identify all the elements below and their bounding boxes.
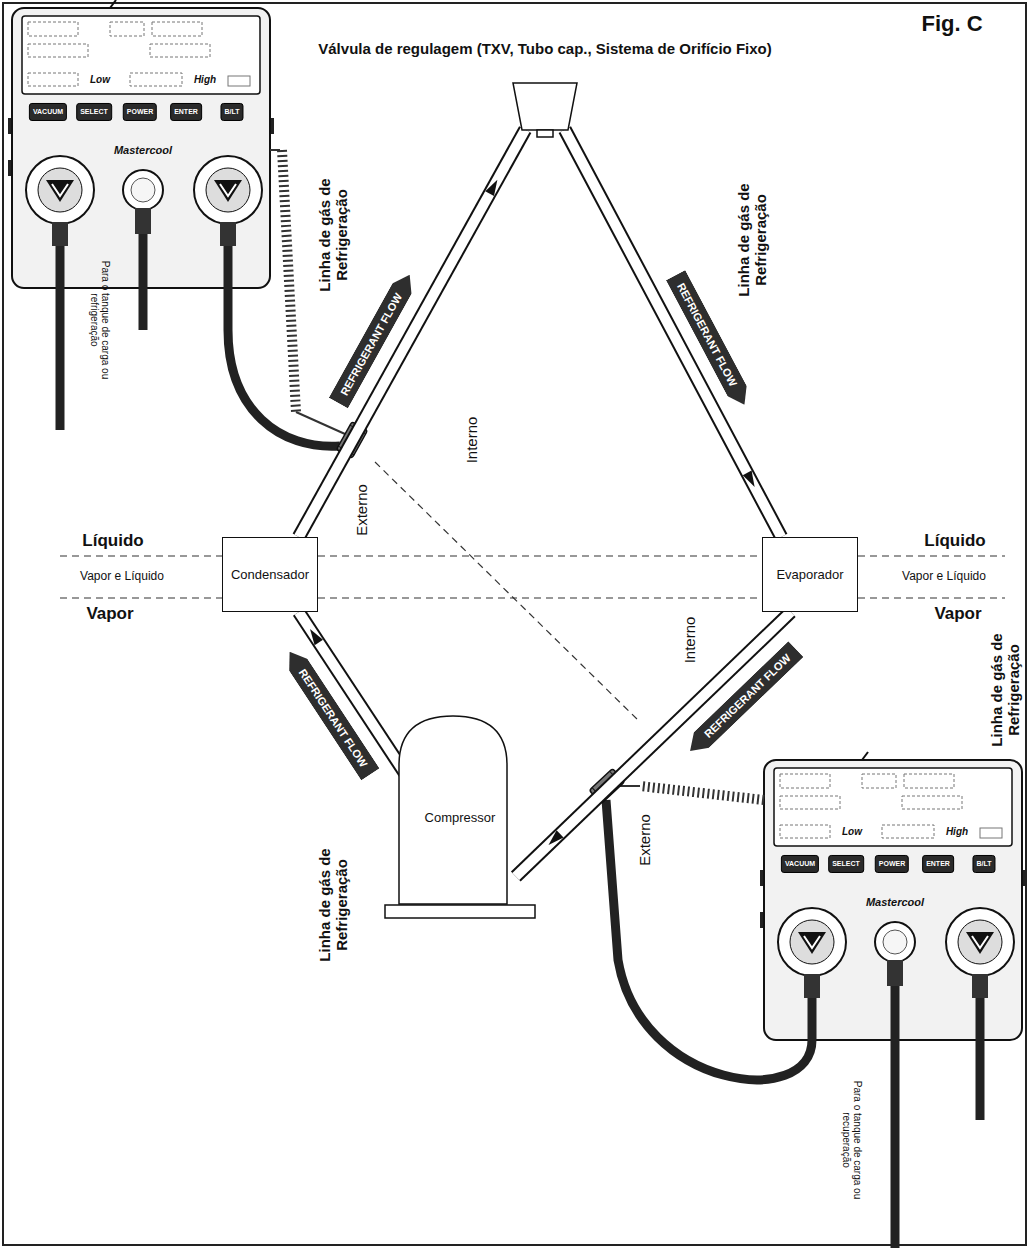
phase-label: Vapor e Líquido <box>80 570 164 584</box>
gauge-button: B/LT <box>972 855 995 873</box>
phase-label: Líquido <box>924 531 985 551</box>
display-text: Low <box>842 826 862 838</box>
coiled-wire <box>640 786 764 800</box>
sensor-wire <box>296 412 345 434</box>
side-label: Externo <box>353 484 370 536</box>
hose <box>56 246 65 430</box>
hose-note: Para o tanque de carga ou recuperação <box>841 1080 863 1200</box>
display-text: Low <box>90 74 110 86</box>
phase-label: Vapor <box>86 604 133 624</box>
gauge-button: SELECT <box>828 855 864 873</box>
valve-nozzle <box>537 130 553 137</box>
gauge-button: ENTER <box>922 855 954 873</box>
arrow-head <box>310 629 323 645</box>
arrow-head <box>485 180 497 196</box>
node-text: Evaporador <box>776 567 843 582</box>
condenser-box: Condensador <box>222 537 318 612</box>
hose <box>976 998 985 1120</box>
expansion-valve: Válvula de regulagem (TXV, Tubo cap., Si… <box>225 40 865 140</box>
node-text: Válvula de regulagem (TXV, Tubo cap., Si… <box>318 40 771 57</box>
arrow-head <box>549 830 564 845</box>
arrow-head <box>743 471 755 487</box>
line-label: Linha de gás de Refrigeração <box>316 835 351 975</box>
phase-label: Vapor e Líquido <box>902 570 986 584</box>
refrigerant-line <box>565 130 781 537</box>
line-label: Linha de gás de Refrigeração <box>316 165 351 305</box>
node-text: Compressor <box>398 810 522 825</box>
pipe-inner <box>299 130 525 537</box>
compressor-shape: Compressor <box>398 715 522 905</box>
line-label: Linha de gás de Refrigeração <box>735 170 770 310</box>
hose-note: Para o tanque de carga ou refrigeração <box>89 260 111 380</box>
side-label: Interno <box>681 617 698 664</box>
pipe-outline <box>565 130 781 537</box>
refrigerant-line <box>516 612 791 877</box>
node-text: Condensador <box>231 567 309 582</box>
hose <box>606 800 812 1080</box>
gauge-button: SELECT <box>76 103 112 121</box>
gauge-button: ENTER <box>170 103 202 121</box>
refrigerant-line <box>299 130 525 537</box>
side-label: Externo <box>636 814 653 866</box>
valve-symbol <box>512 82 578 138</box>
gauge-button: POWER <box>875 855 909 873</box>
hose <box>891 986 900 1248</box>
gauge-button: B/LT <box>220 103 243 121</box>
brand-logo: Mastercool <box>866 896 924 909</box>
valve-body <box>513 83 577 130</box>
line-label: Linha de gás de Refrigeração <box>988 625 1023 755</box>
side-label: Interno <box>463 417 480 464</box>
phase-label: Vapor <box>934 604 981 624</box>
figure-label: Fig. C <box>921 11 982 36</box>
coiled-wire <box>282 150 296 412</box>
display-text: High <box>946 826 968 838</box>
pipe-inner <box>516 612 791 877</box>
pipe-outline <box>516 612 791 877</box>
gauge-button: POWER <box>123 103 157 121</box>
phase-divider <box>60 556 1005 598</box>
evaporator-box: Evaporador <box>762 537 858 612</box>
hose <box>139 234 148 330</box>
gauge-button: VACUUM <box>781 855 819 873</box>
pipe-inner <box>565 130 781 537</box>
pipe-outline <box>299 130 525 537</box>
gauge-button: VACUUM <box>29 103 67 121</box>
brand-logo: Mastercool <box>114 144 172 157</box>
compressor-base <box>385 905 535 918</box>
display-text: High <box>194 74 216 86</box>
phase-label: Líquido <box>82 531 143 551</box>
inside-outside-divider <box>375 462 640 722</box>
